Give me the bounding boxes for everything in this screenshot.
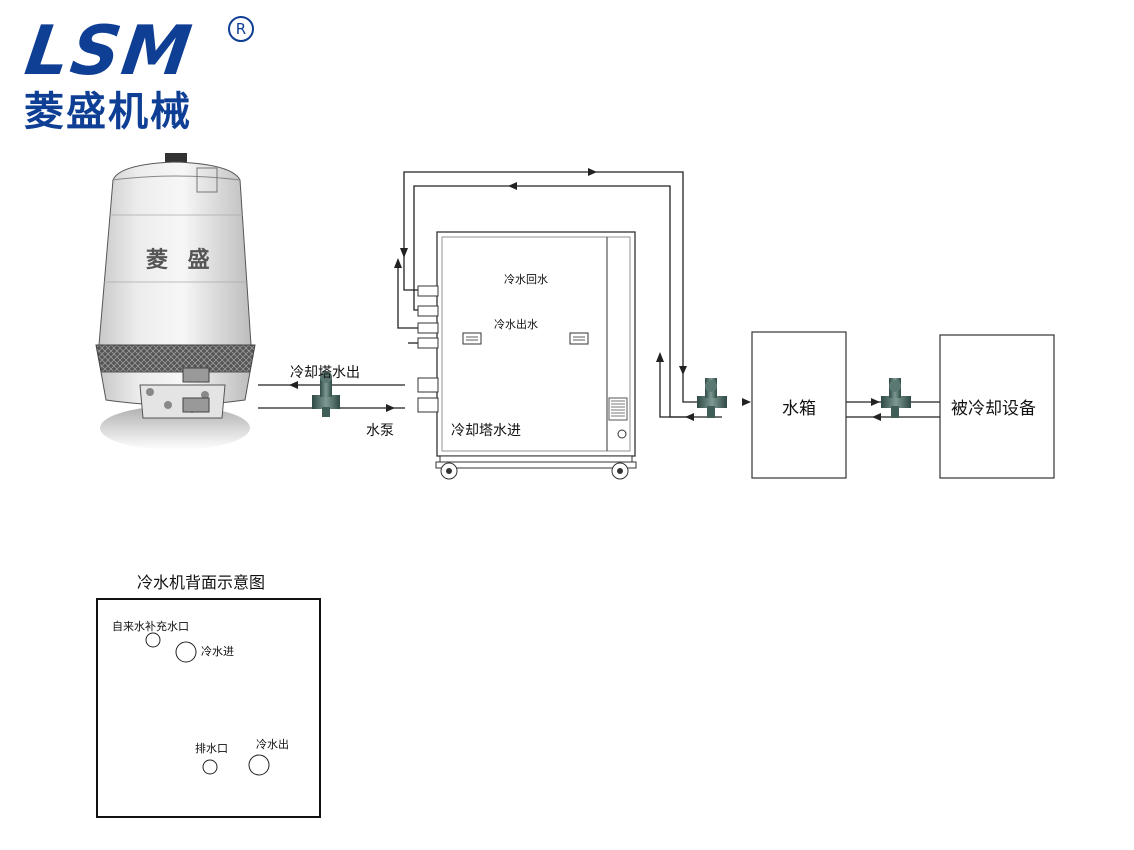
registered-mark: R (228, 16, 254, 42)
label-chilled-out: 冷水出水 (494, 318, 538, 331)
water-chiller (417, 231, 637, 480)
label-tower-water-out: 冷却塔水出 (290, 365, 360, 381)
label-cold-in: 冷水进 (201, 645, 234, 658)
cold-out-port (248, 754, 270, 776)
drain-port (202, 759, 218, 775)
label-tank: 水箱 (782, 399, 816, 419)
water-tank (751, 331, 847, 479)
label-cold-out: 冷水出 (256, 738, 289, 751)
label-tower-water-in: 冷却塔水进 (451, 423, 521, 439)
tower-brand-mark: 菱 盛 (146, 248, 216, 273)
logo-company-name: 菱盛机械 (24, 89, 192, 135)
label-drain: 排水口 (195, 742, 228, 755)
tap-water-port (145, 632, 161, 648)
equipment-pump (881, 378, 911, 418)
back-view-title: 冷水机背面示意图 (137, 573, 266, 592)
chilled-pump (697, 378, 727, 418)
label-tap-water-refill: 自来水补充水口 (112, 620, 189, 633)
cooled-equipment-box (939, 334, 1055, 479)
label-chilled-return: 冷水回水 (504, 273, 548, 286)
cooling-tower (95, 153, 256, 450)
label-pump: 水泵 (366, 423, 394, 439)
flow-arrows (289, 168, 881, 421)
cold-in-port (175, 641, 197, 663)
label-cooled-equipment: 被冷却设备 (951, 399, 1036, 419)
tower-pump (312, 371, 340, 417)
back-view-panel (96, 598, 321, 818)
company-logo: LSM R 菱盛机械 (20, 12, 270, 135)
